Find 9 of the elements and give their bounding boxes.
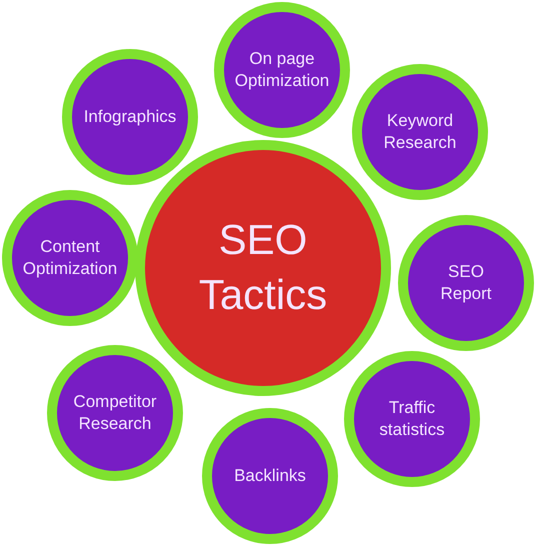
topic-label: Content Optimization [22, 236, 118, 280]
topic-label: On page Optimization [234, 48, 330, 92]
topic-label: Infographics [84, 106, 176, 128]
topic-label: Backlinks [234, 464, 306, 487]
topic-label: Traffic statistics [378, 396, 446, 441]
topic-label: Keyword Research [382, 110, 458, 154]
topic-label: SEO Report [439, 260, 493, 305]
topic-label: Competitor Research [72, 390, 158, 435]
center-title: SEO Tactics [198, 215, 328, 320]
